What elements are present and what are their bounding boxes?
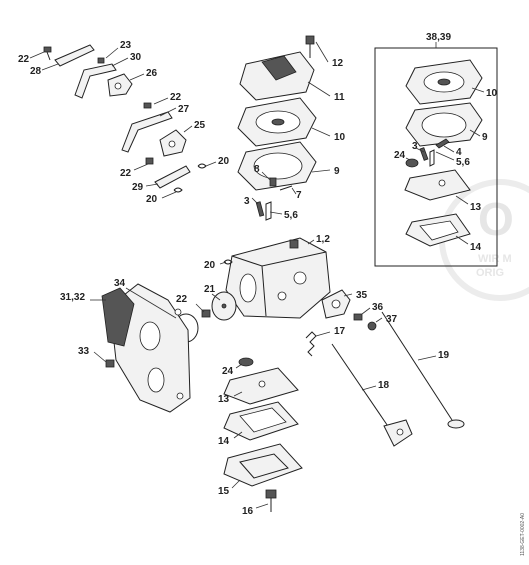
clip-20-a — [197, 163, 207, 169]
watermark-line-2: ORIG — [476, 267, 504, 279]
clip-20-c — [223, 259, 233, 265]
shaft-18 — [331, 343, 397, 439]
callout-37: 37 — [386, 314, 398, 325]
clip-20-b — [173, 187, 183, 193]
lever-29 — [154, 165, 191, 189]
cover-11-boss — [261, 55, 297, 81]
callout-21: 21 — [204, 284, 216, 295]
callout-14-low: 14 — [218, 436, 230, 447]
callout-13-low: 13 — [218, 394, 230, 405]
shafts: 18 19 — [331, 311, 465, 447]
callout-30: 30 — [130, 52, 142, 63]
shaft-19-end — [447, 419, 465, 429]
carburetor-housing — [225, 237, 331, 319]
callout-19: 19 — [438, 350, 450, 361]
carburetor-body: 1,2 20 35 36 37 17 — [204, 234, 398, 357]
cover-15 — [223, 443, 303, 487]
screw-22-mid — [143, 102, 152, 109]
needle-3 — [255, 201, 265, 217]
screw-22-d — [201, 309, 211, 318]
callout-33: 33 — [78, 346, 90, 357]
pin-7 — [279, 185, 293, 191]
lever-group-top: 22 28 23 30 26 — [18, 40, 158, 99]
callout-20-a: 20 — [218, 156, 230, 167]
kit-screen — [405, 158, 419, 168]
callout-3-box: 3 — [412, 141, 418, 152]
callout-26: 26 — [146, 68, 158, 79]
callout-14-box: 14 — [470, 242, 482, 253]
callout-35: 35 — [356, 290, 368, 301]
callout-3-left: 3 — [244, 196, 250, 207]
carburetor-bore — [239, 273, 257, 303]
callout-11: 11 — [334, 92, 345, 103]
screw-22-top — [43, 46, 52, 53]
callout-1-2: 1,2 — [316, 234, 330, 245]
callout-10-top: 10 — [334, 132, 346, 143]
shaft-19 — [381, 311, 453, 421]
screw-23 — [97, 57, 105, 64]
callout-28: 28 — [30, 66, 42, 77]
flange-spring-mount — [101, 287, 135, 347]
callout-18: 18 — [378, 380, 390, 391]
callout-20-c: 20 — [204, 260, 216, 271]
callout-4-box: 4 — [456, 147, 462, 158]
screw-12 — [305, 35, 315, 45]
screw-37 — [367, 321, 377, 331]
lever-27 — [121, 111, 173, 153]
kit-needle — [419, 147, 429, 161]
callout-25: 25 — [194, 120, 206, 131]
callout-5-6-left: 5,6 — [284, 210, 298, 221]
callout-15: 15 — [218, 486, 230, 497]
callout-36: 36 — [372, 302, 384, 313]
callout-7: 7 — [296, 190, 302, 201]
watermark-letter: O — [478, 193, 514, 245]
screw-33 — [105, 359, 115, 368]
left-assembly: 21 22 34 31,32 33 — [60, 278, 237, 413]
callout-16: 16 — [242, 506, 254, 517]
callout-22-d: 22 — [176, 294, 188, 305]
kit-spring — [429, 149, 435, 167]
callout-34: 34 — [114, 278, 126, 289]
callout-23: 23 — [120, 40, 132, 51]
screen-24 — [238, 357, 254, 367]
callout-8: 8 — [254, 164, 260, 175]
drawing-code: 1138-GET-0002-A0 — [520, 513, 526, 556]
pump-stack: 24 13 14 15 16 — [218, 357, 303, 517]
callout-9-top: 9 — [334, 166, 340, 177]
callout-10-box: 10 — [486, 88, 498, 99]
callout-5-6-box: 5,6 — [456, 157, 470, 168]
spring-17 — [305, 331, 317, 357]
callout-24-low: 24 — [222, 366, 234, 377]
callout-29: 29 — [132, 182, 144, 193]
watermark-line-1: WIR M — [478, 253, 512, 265]
screw-22-lower — [145, 157, 154, 165]
lever-30 — [74, 63, 117, 99]
lever-group-mid: 22 27 25 22 29 20 20 — [120, 92, 230, 205]
callout-31-32: 31,32 — [60, 292, 85, 303]
callout-13-box: 13 — [470, 202, 482, 213]
callout-22-b: 22 — [170, 92, 182, 103]
callout-22-c: 22 — [120, 168, 132, 179]
part-36 — [353, 313, 363, 321]
lever-8 — [269, 177, 277, 187]
lever-28 — [54, 44, 95, 67]
cover-stack: 12 11 10 9 8 7 3 5,6 — [237, 35, 346, 221]
watermark: O WIR M ORIG — [439, 179, 529, 301]
spring-5-6 — [265, 201, 272, 221]
callout-22-a: 22 — [18, 54, 30, 65]
screw-16-head — [265, 489, 277, 499]
callout-24-box: 24 — [394, 150, 406, 161]
kit-plate — [404, 169, 471, 201]
callout-9-box: 9 — [482, 132, 488, 143]
callout-20-b: 20 — [146, 194, 158, 205]
callout-38-39: 38,39 — [426, 32, 451, 43]
callout-27: 27 — [178, 104, 190, 115]
callout-12: 12 — [332, 58, 344, 69]
callout-17: 17 — [334, 326, 346, 337]
kit-box: 38,39 10 9 3 4 5,6 24 13 14 — [374, 32, 498, 267]
kit-lever — [435, 138, 450, 149]
